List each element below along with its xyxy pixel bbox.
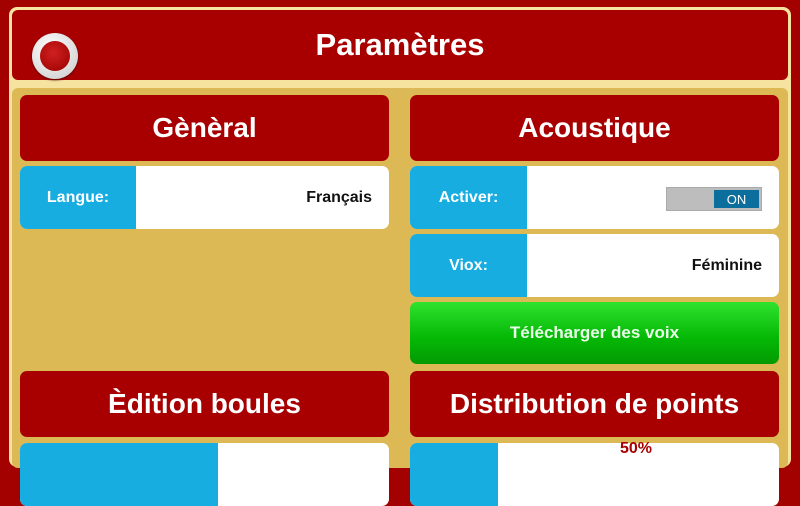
download-voices-button[interactable]: Télécharger des voix [410,302,779,364]
voice-value[interactable]: Féminine [691,256,762,274]
enable-toggle[interactable]: ON [666,187,762,211]
enable-row: Activer: ON [410,166,779,229]
toggle-state: ON [714,190,759,208]
voice-label: Viox: [410,234,527,297]
language-label: Langue: [20,166,136,229]
balls-row[interactable] [20,443,389,506]
close-icon [40,41,70,71]
balls-label [20,443,218,506]
points-percent: 50% [620,440,653,457]
section-acoustic-title: Acoustique [410,95,779,161]
header-bar: Paramètres [12,10,788,80]
page-title: Paramètres [315,27,485,62]
enable-label: Activer: [410,166,527,229]
section-general-title: Gènèral [20,95,389,161]
section-points-title: Distribution de points [410,371,779,437]
language-row[interactable]: Langue: Français [20,166,389,229]
language-value[interactable]: Français [306,188,372,206]
close-button[interactable] [32,33,78,79]
voice-row[interactable]: Viox: Féminine [410,234,779,297]
points-label [410,443,498,506]
section-balls-title: Èdition boules [20,371,389,437]
points-row[interactable] [410,443,779,506]
